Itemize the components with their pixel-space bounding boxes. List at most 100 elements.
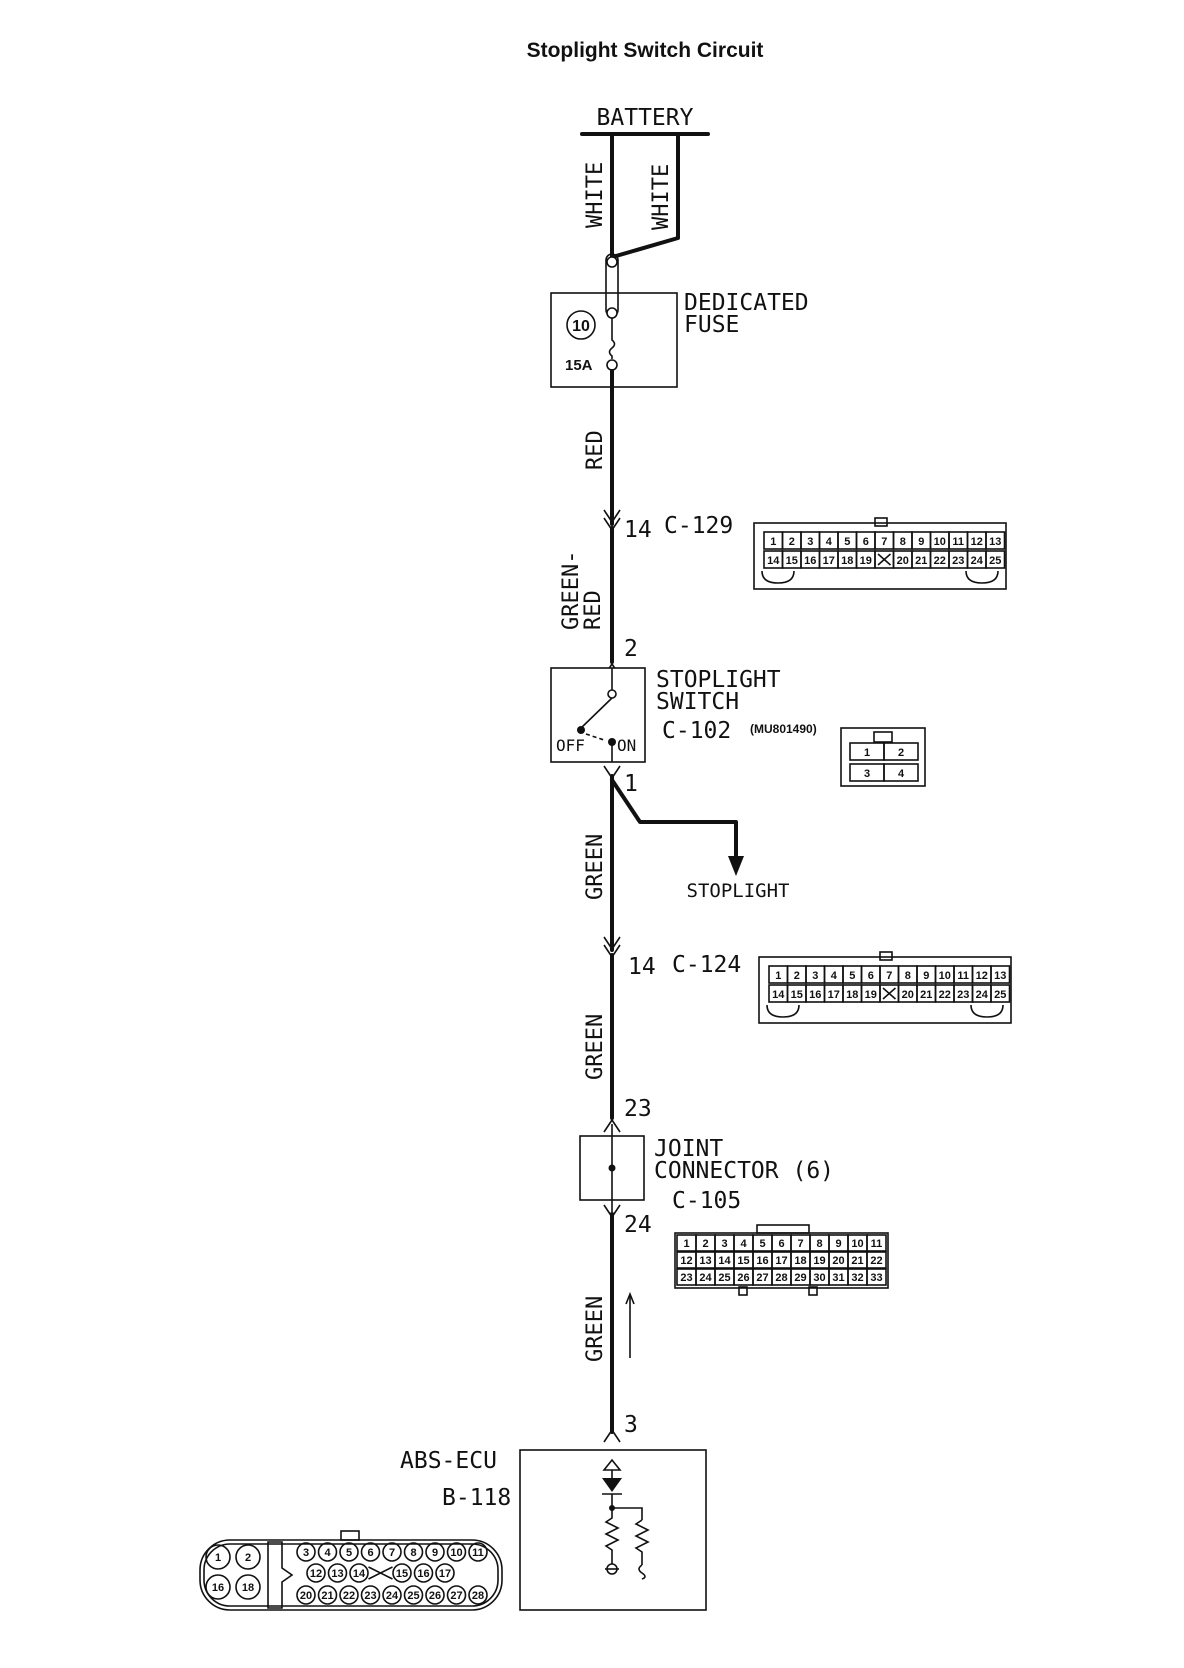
c105-pin: 21 — [851, 1255, 863, 1267]
c105-pin: 14 — [718, 1255, 731, 1267]
b118-pin: 17 — [439, 1568, 451, 1580]
c129-pin: 11 — [952, 536, 964, 548]
c129-pin: 3 — [807, 536, 813, 548]
c105-pin: 13 — [699, 1255, 711, 1267]
c105-pin: 20 — [832, 1255, 844, 1267]
c129-pin: 5 — [844, 536, 850, 548]
connector-cell — [990, 965, 1011, 984]
c105-pin: 4 — [740, 1238, 747, 1250]
c105-pin: 22 — [870, 1255, 882, 1267]
b118-pin: 11 — [472, 1547, 484, 1559]
switch-label-line2: SWITCH — [656, 689, 739, 715]
c124-pin: 1 — [775, 970, 781, 982]
c105-pin: 31 — [832, 1272, 844, 1284]
c124-connector-label: C-124 — [672, 952, 741, 978]
c124-pin-number: 14 — [628, 954, 656, 980]
b118-pin: 16 — [417, 1568, 429, 1580]
b118-pin: 28 — [472, 1590, 484, 1602]
c124-pin: 17 — [828, 989, 840, 1001]
c105-pin: 10 — [851, 1238, 863, 1250]
c105-pin: 30 — [813, 1272, 825, 1284]
stoplight-branch-wire — [610, 778, 738, 860]
c124-pin: 9 — [923, 970, 929, 982]
c102-pin-4: 4 — [898, 768, 905, 780]
c105-pin: 8 — [816, 1238, 822, 1250]
b118-pin: 9 — [432, 1547, 438, 1559]
switch-part-number: (MU801490) — [750, 722, 817, 736]
c129-pin: 24 — [971, 555, 984, 567]
ecu-label: ABS-ECU — [400, 1448, 497, 1474]
diagram-title: Stoplight Switch Circuit — [527, 39, 764, 62]
c129-pin: 18 — [841, 555, 853, 567]
c129-pin: 8 — [900, 536, 906, 548]
switch-label-line1: STOPLIGHT — [656, 667, 781, 693]
c105-pin: 18 — [794, 1255, 806, 1267]
b118-pin: 12 — [310, 1568, 322, 1580]
c129-pin: 22 — [934, 555, 946, 567]
c105-pin: 3 — [721, 1238, 727, 1250]
c105-pin: 24 — [699, 1272, 712, 1284]
joint-label-line1: JOINT — [654, 1136, 723, 1162]
c105-pin: 11 — [871, 1238, 883, 1250]
c124-pin: 16 — [809, 989, 821, 1001]
c124-pin: 3 — [812, 970, 818, 982]
c129-pin: 21 — [915, 555, 927, 567]
c124-pin: 4 — [831, 970, 838, 982]
ecu-connector-label: B-118 — [442, 1485, 511, 1511]
b118-pin: 20 — [300, 1590, 312, 1602]
b118-pin: 10 — [450, 1547, 462, 1559]
connector-cell — [985, 550, 1006, 569]
b118-pin: 26 — [429, 1590, 441, 1602]
c129-pin: 6 — [863, 536, 869, 548]
b118-pin: 21 — [321, 1590, 333, 1602]
b118-pin: 13 — [331, 1568, 343, 1580]
wire-color-red: RED — [583, 430, 608, 470]
b118-pin: 16 — [212, 1582, 224, 1594]
c105-pin: 1 — [683, 1238, 689, 1250]
c129-pin: 16 — [804, 555, 816, 567]
c105-pin: 23 — [680, 1272, 692, 1284]
wire-color-white-left: WHITE — [583, 162, 608, 228]
wire-color-green-1: GREEN — [583, 834, 608, 900]
switch-off-label: OFF — [556, 736, 585, 755]
c129-pin: 2 — [789, 536, 795, 548]
c124-pin: 22 — [939, 989, 951, 1001]
c105-pin: 2 — [702, 1238, 708, 1250]
ecu-top-marker — [603, 1428, 621, 1443]
wire-color-green-3: GREEN — [583, 1296, 608, 1362]
fuse-terminal-mid — [606, 307, 618, 319]
c124-pin: 8 — [905, 970, 911, 982]
connector-cell — [985, 531, 1006, 550]
joint-node — [608, 1164, 616, 1172]
c102-connector-face: 1 2 3 4 — [840, 727, 926, 787]
c105-pin: 6 — [778, 1238, 784, 1250]
fuse-rating: 15A — [565, 357, 593, 374]
fuse-label-line2: FUSE — [684, 312, 739, 338]
stoplight-label: STOPLIGHT — [687, 880, 790, 902]
b118-pin: 1 — [215, 1552, 221, 1564]
c105-pin: 17 — [775, 1255, 787, 1267]
fuse-number-circle — [566, 310, 596, 340]
ecu-pin-number: 3 — [624, 1412, 638, 1438]
stoplight-switch-box — [550, 667, 646, 763]
c124-pin: 2 — [794, 970, 800, 982]
c105-pin: 5 — [759, 1238, 765, 1250]
c124-pin: 6 — [868, 970, 874, 982]
c129-pin: 14 — [767, 555, 780, 567]
c105-pin: 7 — [797, 1238, 803, 1250]
c129-pin: 1 — [770, 536, 776, 548]
c129-pin-number: 14 — [624, 517, 652, 543]
wire-color-white-right: WHITE — [649, 164, 674, 230]
b118-pin: 3 — [303, 1547, 309, 1559]
b118-pin: 7 — [389, 1547, 395, 1559]
c105-pin: 25 — [718, 1272, 730, 1284]
c129-pin: 25 — [989, 555, 1001, 567]
switch-dash — [585, 733, 605, 741]
c124-pin: 12 — [976, 970, 988, 982]
c105-pin: 19 — [813, 1255, 825, 1267]
c129-pin: 23 — [952, 555, 964, 567]
signal-direction-arrow — [625, 1291, 635, 1358]
